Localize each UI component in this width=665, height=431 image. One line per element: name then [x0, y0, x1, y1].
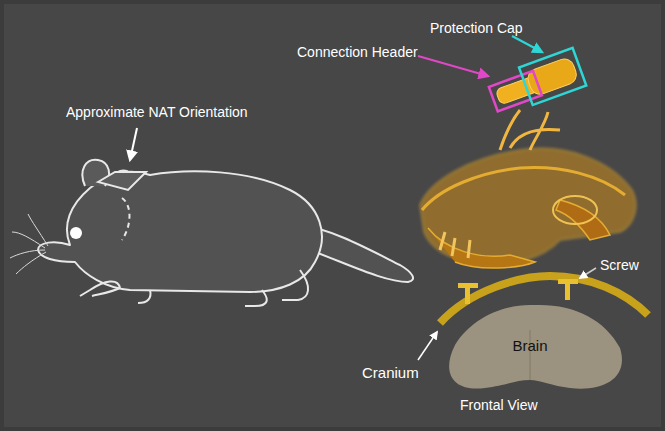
brain-region: Brain [480, 325, 580, 365]
part-label: Frontal View [460, 398, 538, 413]
mouse-drawing [38, 160, 413, 306]
nat-device [98, 172, 146, 190]
leader-arrow [130, 128, 137, 160]
leader-arrow [418, 56, 488, 76]
part-label: Protection Cap [430, 21, 523, 36]
brain-shape [449, 305, 622, 389]
whiskers [10, 214, 48, 274]
cranium-arc [440, 276, 648, 323]
leader-arrow [418, 332, 437, 360]
part-label: Cranium [362, 365, 419, 382]
leader-arrow [512, 36, 542, 52]
part-label: Connection Header [297, 45, 418, 60]
leader-arrow [580, 268, 596, 278]
region-label: Brain [512, 337, 547, 354]
screw [458, 279, 578, 304]
skull-xray [420, 110, 636, 268]
implant [486, 48, 586, 117]
part-label: Screw [600, 258, 639, 273]
cap-highlight [519, 48, 586, 105]
part-label: Approximate NAT Orientation [66, 105, 248, 120]
